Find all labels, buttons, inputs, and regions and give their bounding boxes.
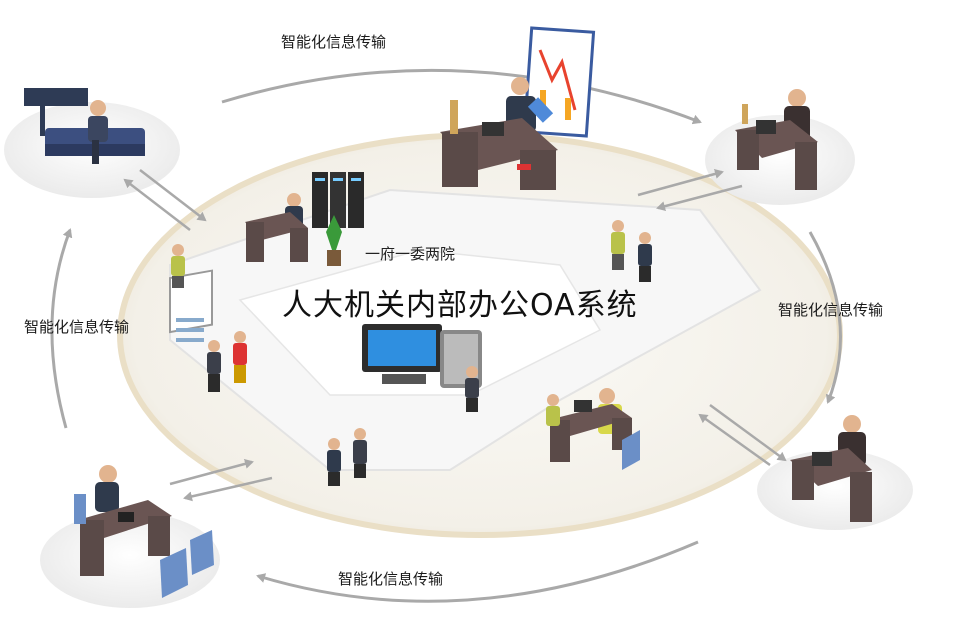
- diagram-subtitle: 一府一委两院: [365, 245, 456, 263]
- flow-label-left: 智能化信息传输: [24, 318, 130, 336]
- plant-icon: [326, 215, 342, 266]
- cycle-arrow-left: [50, 228, 73, 429]
- staff-figure-icon: [546, 394, 560, 426]
- office-worker-icon: [548, 388, 640, 470]
- cycle-arrow-right: [808, 231, 842, 404]
- staff-figure-icon: [327, 438, 341, 486]
- office-worker-icon: [74, 465, 214, 598]
- staff-figure-icon: [207, 340, 221, 392]
- diagram-title: 人大机关内部办公OA系统: [282, 288, 638, 323]
- cycle-arrow-bottom: [256, 540, 699, 603]
- flow-label-right: 智能化信息传输: [778, 301, 884, 319]
- staff-figure-icon: [353, 428, 367, 478]
- staff-figure-icon: [171, 244, 185, 288]
- office-worker-icon: [245, 193, 308, 262]
- staff-figure-icon: [465, 366, 479, 412]
- staff-figure-icon: [233, 331, 247, 383]
- executive-at-desk-icon: [440, 26, 596, 190]
- staff-figure-icon: [638, 232, 652, 282]
- office-worker-icon: [790, 415, 872, 522]
- cycle-arrows: [50, 68, 842, 603]
- staff-figure-icon: [611, 220, 625, 270]
- flow-label-bottom: 智能化信息传输: [338, 570, 444, 588]
- office-worker-icon: [735, 89, 818, 190]
- server-rack-icon: [312, 172, 364, 228]
- exchange-arrows: [123, 169, 787, 502]
- cycle-arrow-top: [221, 68, 702, 125]
- waiting-area-icon: [24, 88, 145, 164]
- flow-label-top: 智能化信息传输: [281, 33, 387, 51]
